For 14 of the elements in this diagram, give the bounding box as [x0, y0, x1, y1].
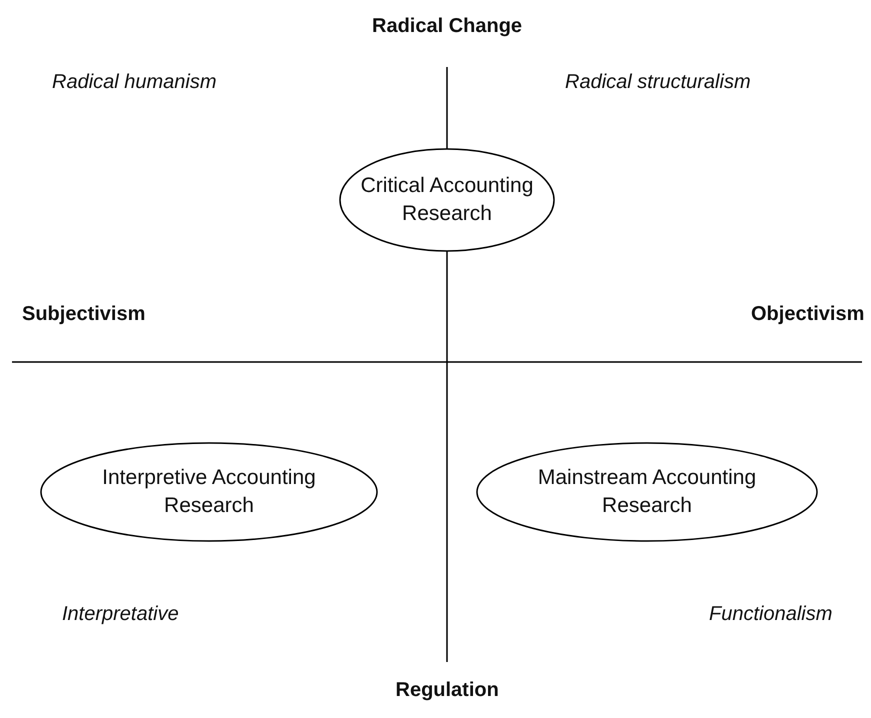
- ellipse-node: [40, 442, 378, 542]
- node-label: Interpretive Accounting Research: [101, 465, 317, 519]
- node-label: Mainstream Accounting Research: [536, 465, 758, 519]
- node-label: Critical Accounting Research: [360, 173, 534, 227]
- ellipse-node: [339, 148, 555, 252]
- ellipse-node: [476, 442, 818, 542]
- quadrant-label: Radical humanism: [52, 70, 217, 94]
- axis-label: Objectivism: [751, 302, 864, 326]
- quadrant-label: Radical structuralism: [565, 70, 751, 94]
- axis-label: Regulation: [396, 678, 499, 702]
- axis-label: Radical Change: [372, 14, 522, 38]
- quadrant-label: Interpretative: [62, 602, 179, 626]
- quadrant-label: Functionalism: [709, 602, 832, 626]
- axis-label: Subjectivism: [22, 302, 146, 326]
